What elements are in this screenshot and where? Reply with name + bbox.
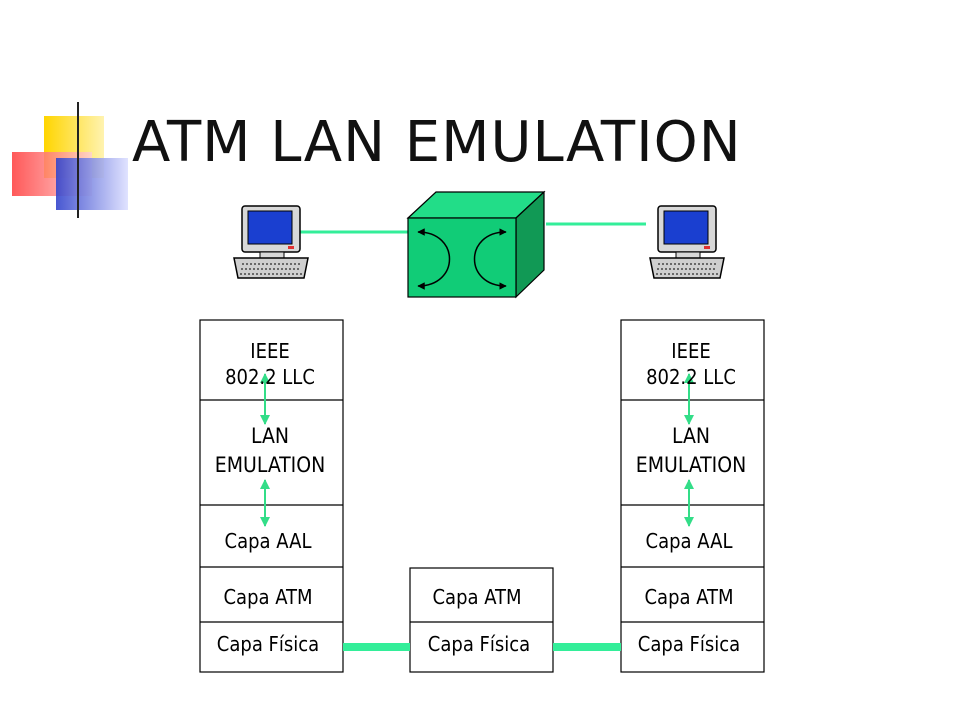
left-phy-label: Capa Física: [217, 632, 319, 656]
right-lane-line1: LAN: [672, 424, 710, 448]
right-phy-label: Capa Física: [638, 632, 740, 656]
right-computer: [649, 205, 725, 279]
left-llc-line2: 802.2 LLC: [225, 365, 315, 389]
left-lane-line1: LAN: [251, 424, 289, 448]
right-aal-label: Capa AAL: [646, 529, 733, 553]
left-aal-label: Capa AAL: [225, 529, 312, 553]
right-lane-line2: EMULATION: [636, 453, 746, 477]
right-llc-line1: IEEE: [671, 339, 710, 363]
page-title: ATM LAN EMULATION: [132, 110, 742, 175]
middle-atm-label: Capa ATM: [432, 585, 521, 609]
desktop-computer-icon: [233, 205, 309, 279]
left-computer: [233, 205, 309, 279]
deco-blue-block: [56, 158, 128, 210]
middle-protocol-stack: Capa ATM Capa Física: [409, 567, 554, 673]
middle-phy-label: Capa Física: [428, 632, 530, 656]
right-llc-line2: 802.2 LLC: [646, 365, 736, 389]
left-atm-label: Capa ATM: [223, 585, 312, 609]
desktop-computer-icon: [649, 205, 725, 279]
right-atm-label: Capa ATM: [644, 585, 733, 609]
left-lane-line2: EMULATION: [215, 453, 325, 477]
left-protocol-stack: IEEE 802.2 LLC LAN EMULATION Capa AAL Ca…: [199, 319, 344, 673]
right-protocol-stack: IEEE 802.2 LLC LAN EMULATION Capa AAL Ca…: [620, 319, 765, 673]
title-decoration: [12, 102, 860, 218]
atm-switch-icon: [406, 190, 546, 299]
left-llc-line1: IEEE: [250, 339, 289, 363]
